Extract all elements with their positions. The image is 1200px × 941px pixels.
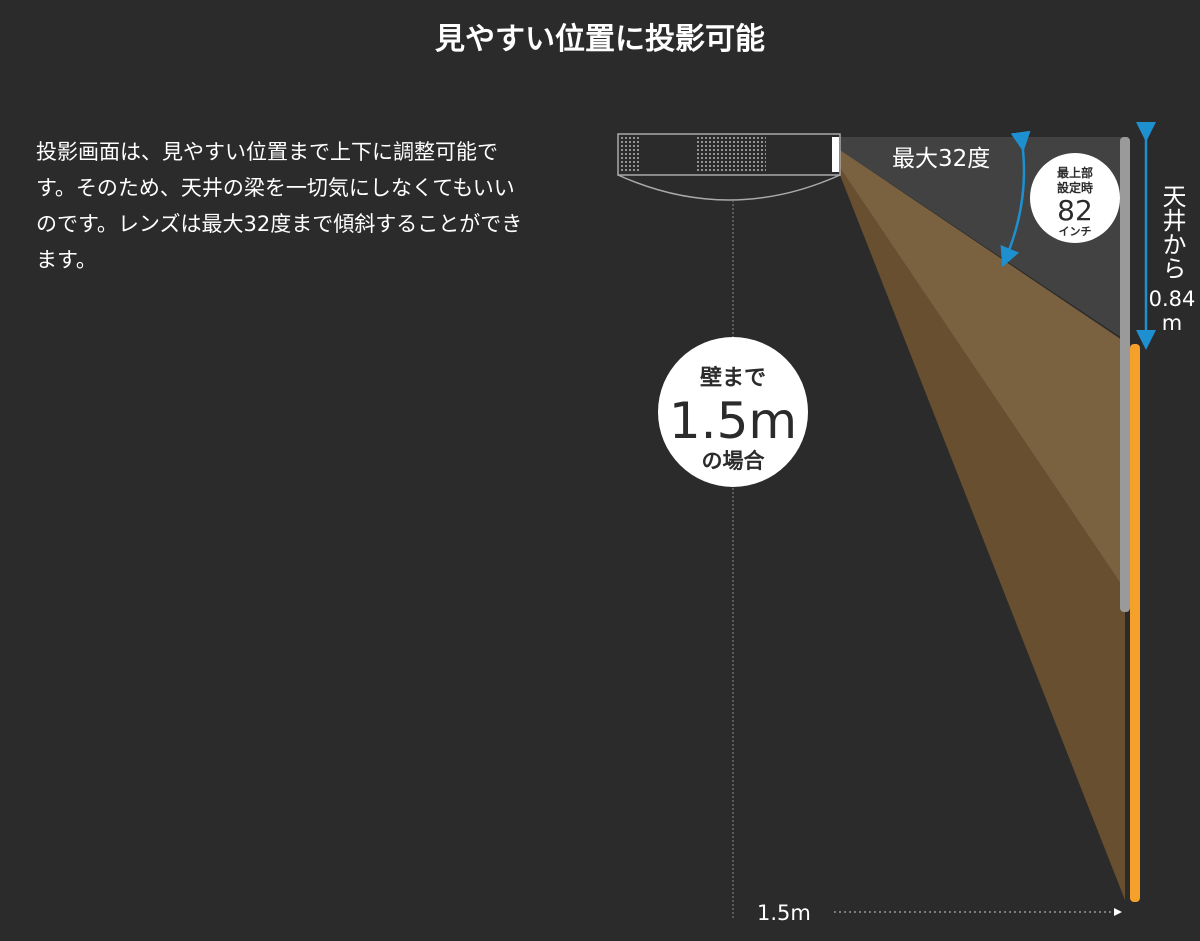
page-title: 見やすい位置に投影可能 [435,22,765,57]
badge-line1: 最上部 [1057,165,1093,180]
ceiling-distance-unit: m [1162,311,1182,335]
description-text: 投影画面は、見やすい位置まで上下に調整可能です。そのため、天井の梁を一切気にしな… [36,140,523,272]
beam-upper [840,150,1125,590]
angle-label: 最大32度 [892,146,990,172]
top-setting-badge [1030,153,1120,243]
angle-arrow-icon [1000,130,1031,268]
badge-line2: 設定時 [1057,180,1093,195]
projector-icon [617,133,841,201]
badge-unit: インチ [1059,225,1092,238]
wall-badge-value: 1.5m [669,392,797,450]
badge-value: 82 [1057,194,1093,227]
wall-strip [1120,137,1130,612]
wall-badge-line2: の場合 [702,449,766,473]
wall-badge-line1: 壁まで [700,365,766,391]
beam-lower [840,168,1125,900]
ceiling-distance-value: 0.84 [1149,287,1196,311]
wall-distance-badge [658,337,808,487]
ceiling-distance-label: 天井から [1158,184,1186,280]
floor-distance-label: 1.5m [757,901,811,925]
screen-strip [1130,344,1140,902]
